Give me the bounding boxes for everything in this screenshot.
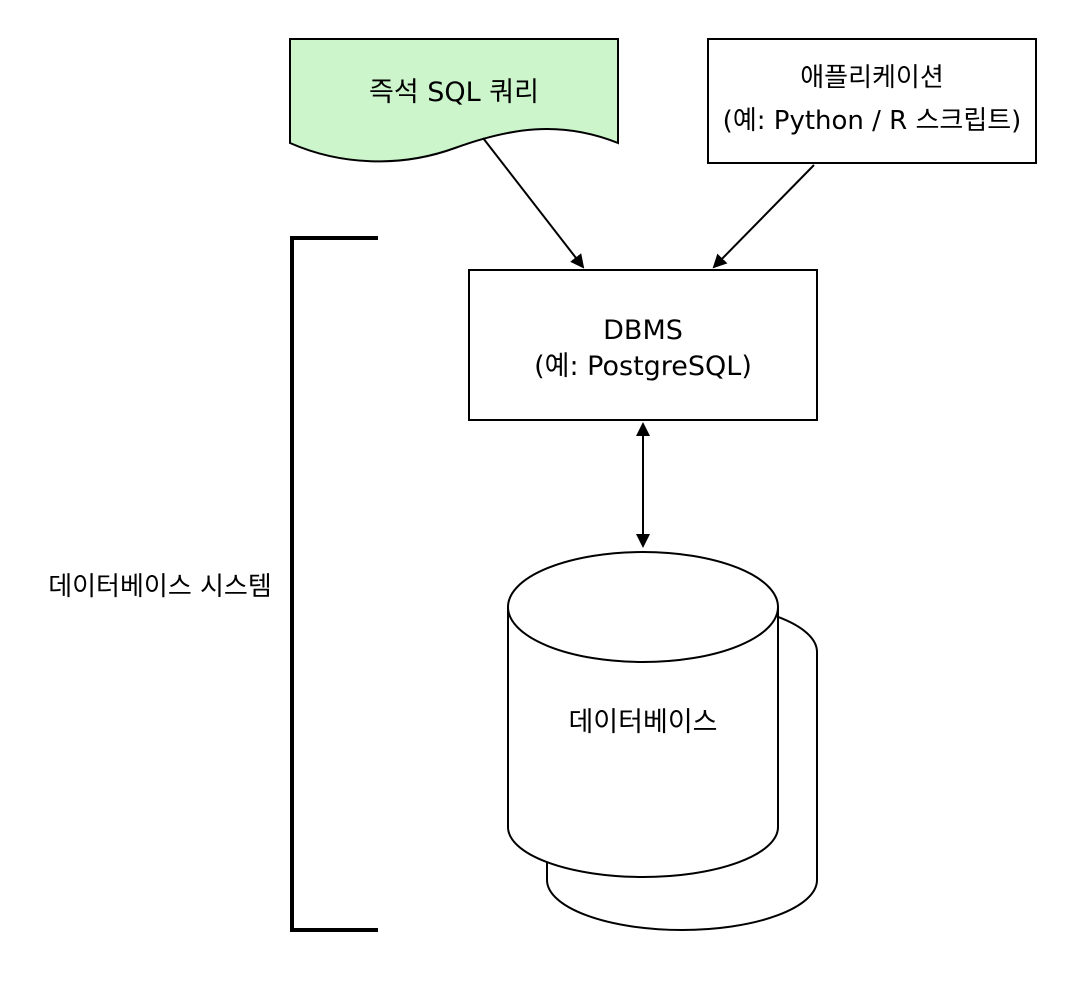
- database-label: 데이터베이스: [568, 707, 717, 738]
- bracket-line: [290, 236, 378, 932]
- database-system-label: 데이터베이스 시스템: [48, 572, 272, 602]
- dbms-box: [468, 269, 818, 421]
- application-label-line2: (예: Python / R 스크립트): [723, 106, 1022, 136]
- edges: [482, 137, 815, 548]
- adhoc-query-document-shape: [289, 38, 619, 163]
- adhoc-query-label: 즉석 SQL 쿼리: [369, 77, 539, 108]
- application-label-line1: 애플리케이션: [800, 63, 944, 93]
- dbms-node: DBMS (예: PostgreSQL): [468, 269, 818, 421]
- adhoc-query-node: 즉석 SQL 쿼리: [289, 38, 619, 163]
- database-front-cylinder: [507, 606, 779, 878]
- dbms-label-line1: DBMS: [603, 315, 683, 346]
- application-node: 애플리케이션 (예: Python / R 스크립트): [707, 38, 1037, 164]
- application-box: [707, 38, 1037, 164]
- database-node: 데이터베이스: [507, 551, 818, 931]
- database-front-cylinder-top: [507, 551, 779, 663]
- database-system-bracket: 데이터베이스 시스템: [48, 236, 378, 932]
- dbms-label-line2: (예: PostgreSQL): [534, 351, 752, 382]
- edge-application-to-dbms: [712, 164, 815, 269]
- edge-adhoc-to-dbms: [482, 137, 585, 269]
